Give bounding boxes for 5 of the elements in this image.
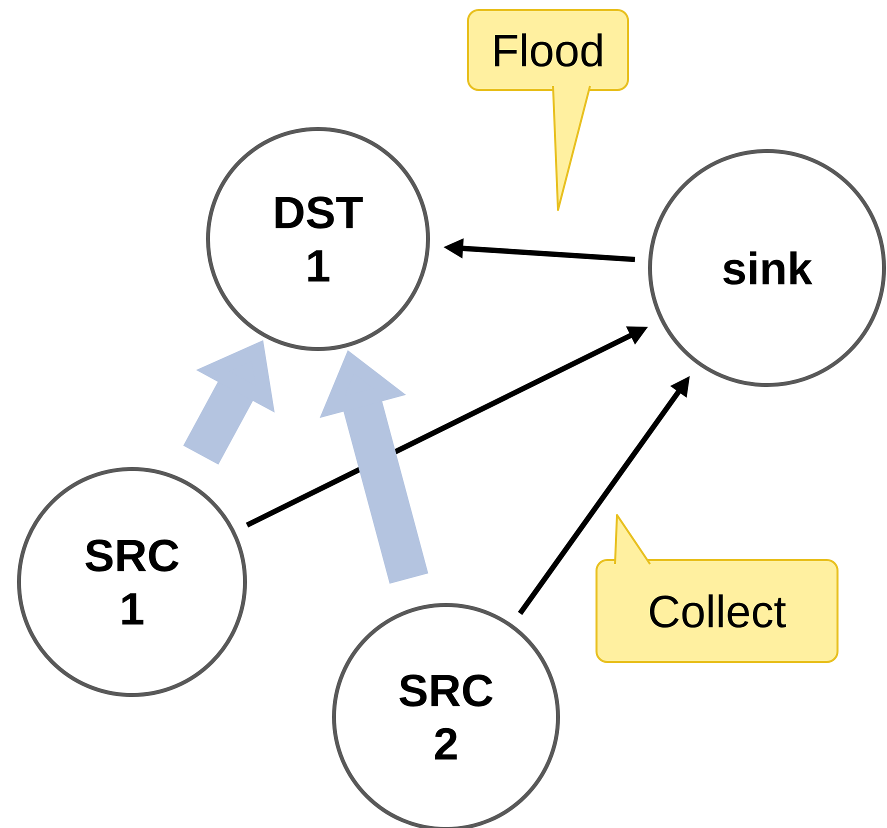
circle-node: sink (648, 149, 886, 387)
speech-bubble: Collect (596, 514, 838, 663)
circle-node: SRC 1 (17, 467, 247, 697)
circle-node: DST 1 (206, 127, 430, 351)
speech-bubble: Flood (467, 9, 629, 211)
